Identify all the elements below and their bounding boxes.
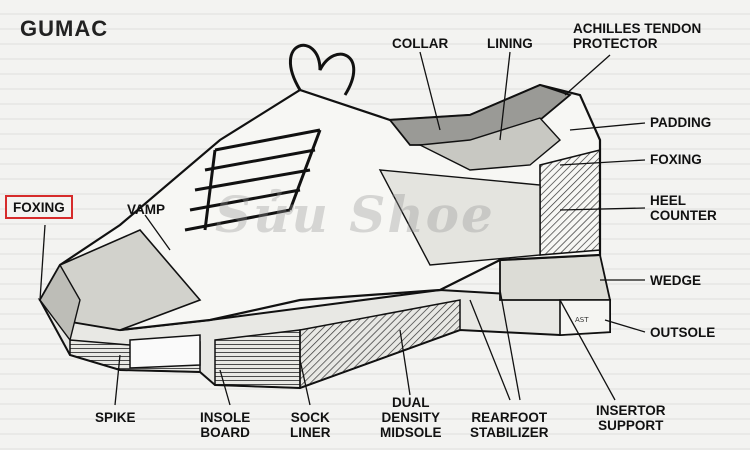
upper-group — [38, 43, 602, 342]
label-lining: LINING — [487, 36, 533, 51]
heel-counter-shape — [539, 148, 601, 256]
foxing-back — [378, 169, 541, 266]
label-insole-board: INSOLE BOARD — [200, 410, 251, 440]
svg-text:AST: AST — [575, 316, 589, 324]
lace-loop — [288, 43, 356, 96]
label-spike: SPIKE — [95, 410, 136, 425]
label-heel-counter: HEEL COUNTER — [650, 193, 717, 223]
leader-lines — [39, 51, 646, 406]
brand-logo: GUMAC — [20, 16, 109, 41]
label-wedge: WEDGE — [650, 273, 702, 288]
label-achilles-tendon-protector: ACHILLES TENDON PROTECTOR — [573, 21, 702, 51]
label-padding: PADDING — [650, 115, 712, 130]
spike-block — [129, 334, 201, 369]
midsole-band — [299, 299, 461, 390]
label-dual-density-midsole: DUAL DENSITY MIDSOLE — [380, 395, 442, 440]
toe-foxing — [39, 263, 81, 342]
laces — [184, 128, 322, 232]
label-foxing-left: FOXING — [5, 195, 73, 219]
label-outsole: OUTSOLE — [650, 325, 716, 340]
label-vamp: VAMP — [127, 202, 166, 217]
midsole-hatch-mid — [214, 329, 301, 389]
wedge-block — [499, 254, 612, 301]
lining-shape — [417, 117, 562, 171]
label-collar: COLLAR — [392, 36, 449, 51]
label-foxing-right: FOXING — [650, 152, 702, 167]
outsole-heel — [559, 299, 611, 336]
label-rearfoot-stabilizer: REARFOOT STABILIZER — [470, 410, 549, 440]
watermark-logo: Sửu Shoe — [215, 185, 495, 244]
label-sock-liner: SOCK LINER — [290, 410, 331, 440]
sole-group: AST — [37, 254, 612, 390]
label-insertor-support: INSERTOR SUPPORT — [596, 403, 666, 433]
